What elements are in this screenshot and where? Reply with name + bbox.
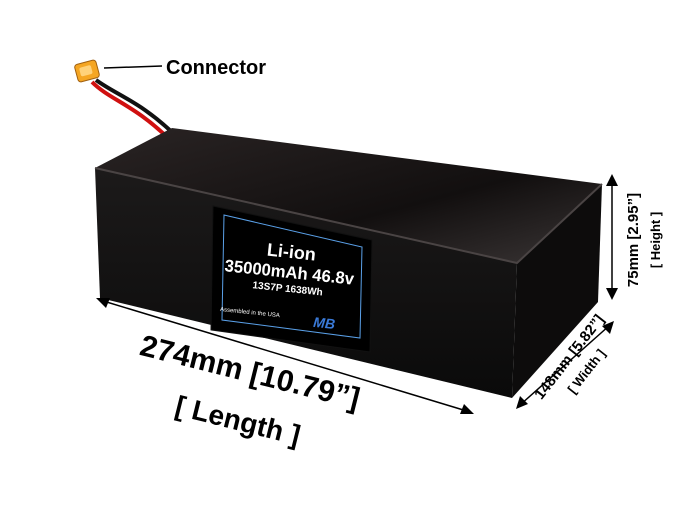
wires — [90, 78, 180, 142]
callout-line — [103, 65, 163, 69]
connector-callout: Connector — [166, 57, 266, 79]
height-text: 75mm [2.95”] — [625, 193, 642, 287]
height-dimension: 75mm [2.95”] [ Height ] — [606, 174, 663, 300]
connector-plug — [74, 59, 100, 83]
battery-label: Li-ion 35000mAh 46.8v 13S7P 1638Wh Assem… — [210, 205, 373, 353]
length-label: [ Length ] — [172, 390, 303, 451]
brand-logo: MB — [313, 314, 336, 332]
height-label: [ Height ] — [648, 212, 663, 268]
